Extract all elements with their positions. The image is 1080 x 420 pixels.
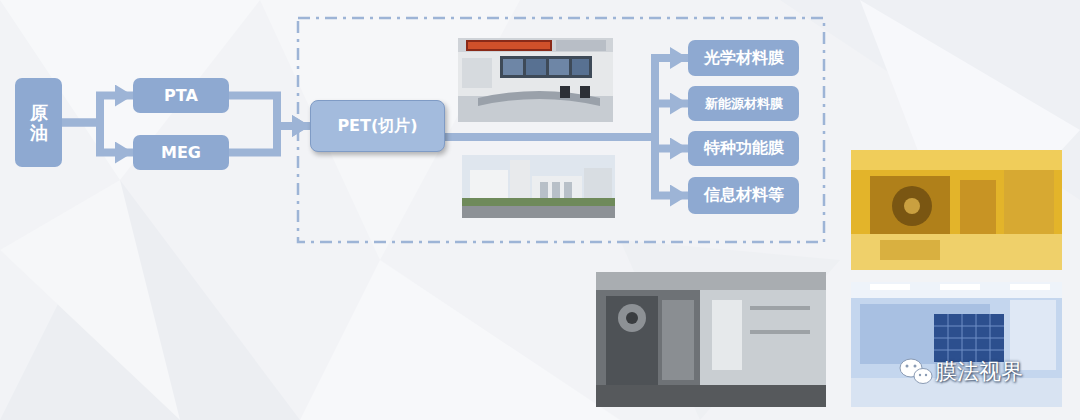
dashed-group-frame (298, 18, 824, 242)
flow-arrow (445, 137, 688, 196)
film-box: 特种功能膜 (688, 131, 799, 166)
film-box: 光学材料膜 (688, 40, 799, 76)
material-box: MEG (133, 135, 229, 170)
flow-arrow (62, 96, 133, 123)
factory-photo (462, 155, 615, 218)
material-box: PTA (133, 78, 229, 113)
flow-arrow (62, 123, 133, 153)
watermark: 膜法视界 (935, 357, 1023, 387)
node-label: 光学材料膜 (704, 48, 784, 69)
product-box: PET(切片) (310, 100, 445, 152)
flow-arrow (445, 104, 688, 138)
blue-cleanroom-photo (851, 282, 1062, 407)
node-label: 信息材料等 (704, 185, 784, 206)
node-label: 原油 (30, 103, 48, 143)
source-box: 原油 (15, 78, 62, 167)
node-label: PET(切片) (337, 116, 417, 137)
node-label: 特种功能膜 (704, 138, 784, 159)
film-box: 新能源材料膜 (688, 86, 799, 121)
yellow-cleanroom-photo (851, 150, 1062, 270)
node-label: MEG (161, 143, 201, 162)
film-box: 信息材料等 (688, 177, 799, 214)
control-room-photo (458, 38, 613, 122)
flow-arrow (229, 96, 310, 127)
node-label: PTA (164, 86, 198, 105)
wechat-icon (900, 359, 932, 384)
flow-arrow (229, 126, 310, 153)
machine-photo (596, 272, 826, 407)
node-label: 新能源材料膜 (705, 95, 783, 113)
flow-arrow (445, 58, 688, 137)
